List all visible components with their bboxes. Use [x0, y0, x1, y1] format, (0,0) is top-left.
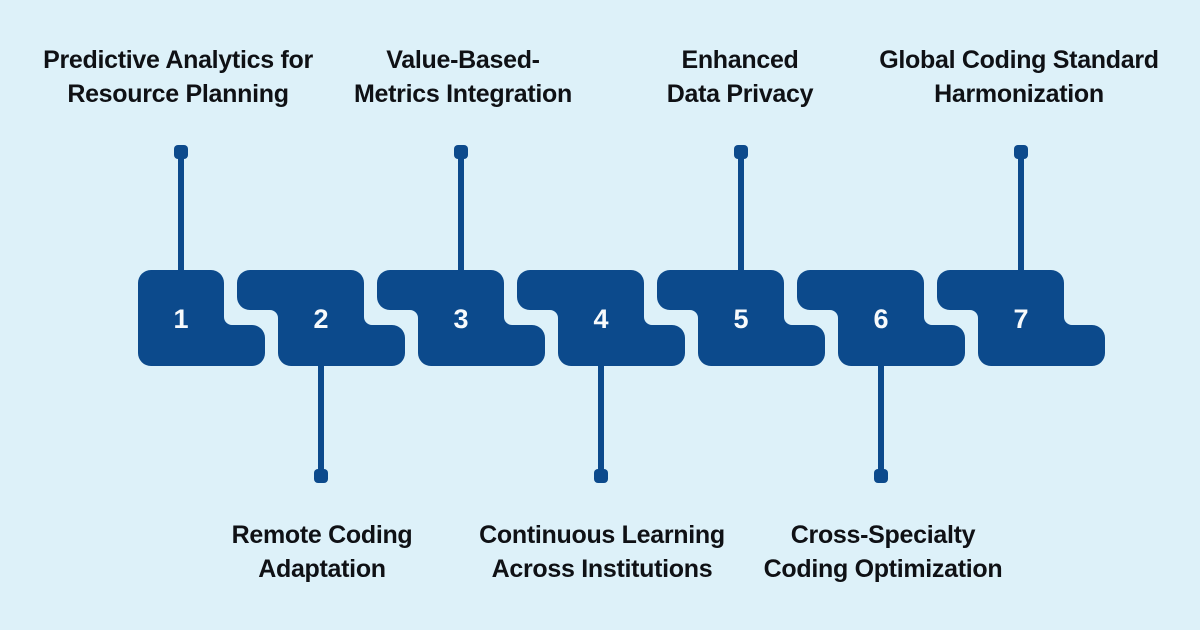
- step-label-line: Metrics Integration: [354, 80, 572, 108]
- step-group-5: 5: [657, 145, 825, 366]
- step-label-line: Resource Planning: [67, 80, 289, 108]
- connector-endpoint: [734, 145, 748, 159]
- step-label-line: Across Institutions: [491, 555, 713, 583]
- step-label-line: Cross-Specialty: [790, 521, 976, 549]
- connector-line: [458, 152, 464, 272]
- connector-endpoint: [594, 469, 608, 483]
- step-label-line: Global Coding Standard: [879, 46, 1159, 74]
- connector-line: [1018, 152, 1024, 272]
- step-block: [138, 270, 265, 366]
- step-label-5: Enhanced Data Privacy: [667, 43, 814, 111]
- step-number: 1: [173, 304, 188, 334]
- step-group-7: 7: [937, 145, 1105, 366]
- step-label-7: Global Coding Standard Harmonization: [879, 43, 1159, 111]
- step-block: [237, 270, 405, 366]
- step-number: 2: [313, 304, 328, 334]
- connector-endpoint: [314, 469, 328, 483]
- step-label-line: Enhanced: [681, 46, 799, 74]
- connector-endpoint: [874, 469, 888, 483]
- step-number: 5: [733, 304, 748, 334]
- step-group-4: 4: [517, 270, 685, 483]
- connector-line: [878, 364, 884, 474]
- step-label-1: Predictive Analytics for Resource Planni…: [43, 43, 313, 111]
- connector-line: [178, 152, 184, 272]
- step-number: 4: [593, 304, 608, 334]
- step-block: [657, 270, 825, 366]
- connector-endpoint: [1014, 145, 1028, 159]
- step-label-6: Cross-Specialty Coding Optimization: [764, 518, 1003, 586]
- step-label-line: Remote Coding: [231, 521, 413, 549]
- step-group-3: 3: [377, 145, 545, 366]
- step-block: [937, 270, 1105, 366]
- step-group-1: 1: [138, 145, 265, 366]
- step-number: 6: [873, 304, 888, 334]
- step-label-line: Predictive Analytics for: [43, 46, 313, 74]
- step-label-2: Remote Coding Adaptation: [232, 518, 413, 586]
- step-label-line: Coding Optimization: [763, 555, 1003, 583]
- step-label-line: Data Privacy: [666, 80, 814, 108]
- connector-endpoint: [174, 145, 188, 159]
- connector-line: [598, 364, 604, 474]
- step-label-line: Continuous Learning: [479, 521, 725, 549]
- step-label-line: Harmonization: [934, 80, 1104, 108]
- connector-line: [738, 152, 744, 272]
- step-label-line: Value-Based-: [386, 46, 540, 74]
- step-group-2: 2: [237, 270, 405, 483]
- step-group-6: 6: [797, 270, 965, 483]
- step-block: [517, 270, 685, 366]
- step-number: 7: [1013, 304, 1028, 334]
- step-number: 3: [453, 304, 468, 334]
- step-label-3: Value-Based- Metrics Integration: [354, 43, 572, 111]
- step-label-4: Continuous Learning Across Institutions: [479, 518, 725, 586]
- connector-endpoint: [454, 145, 468, 159]
- connector-line: [318, 364, 324, 474]
- step-block: [797, 270, 965, 366]
- step-label-line: Adaptation: [258, 555, 386, 583]
- step-block: [377, 270, 545, 366]
